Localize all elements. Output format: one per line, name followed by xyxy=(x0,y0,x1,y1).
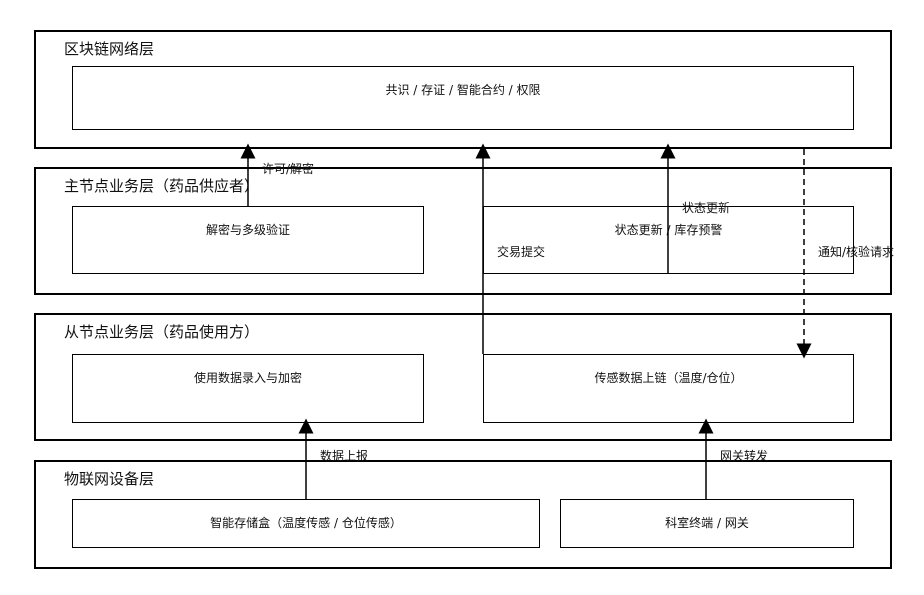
status-update-edge-label: 状态更新 xyxy=(682,199,730,216)
gateway-forward-label: 网关转发 xyxy=(720,447,768,464)
verify-decrypt-label: 许可/解密 xyxy=(262,160,314,177)
notify-request-label: 通知/核验请求 xyxy=(818,243,894,260)
data-report-label: 数据上报 xyxy=(320,447,368,464)
tx-submit-label: 交易提交 xyxy=(497,243,545,260)
